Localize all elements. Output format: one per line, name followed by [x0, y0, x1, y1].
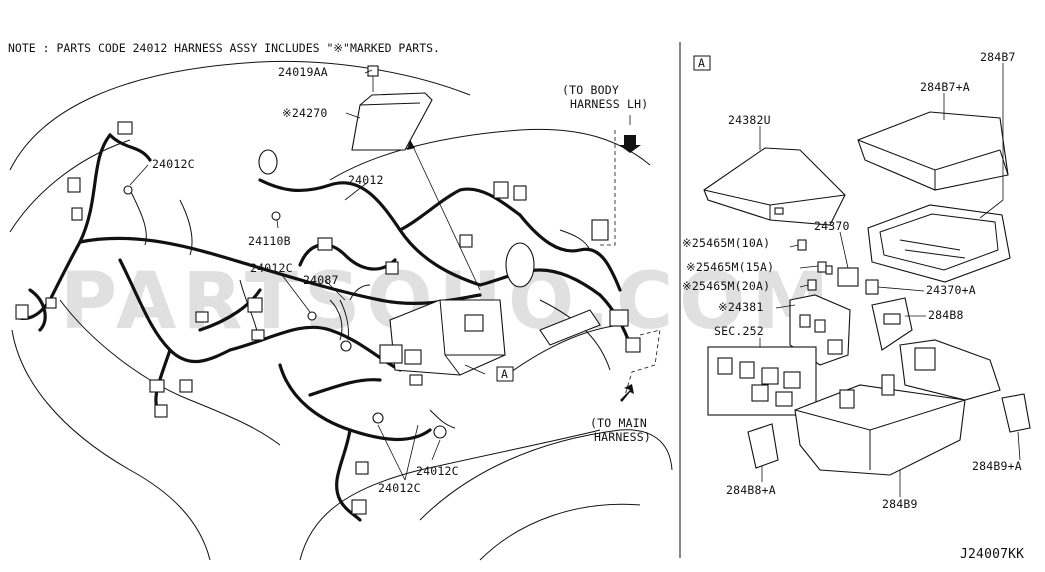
section-marker-a: A [496, 366, 514, 382]
label-24370: 24370 [814, 219, 850, 233]
label-284B7: 284B7 [980, 50, 1016, 64]
relay-bracket-284B8 [871, 297, 913, 351]
vehicle-body-outline [9, 60, 673, 561]
label-24019AA: 24019AA [278, 65, 328, 79]
label-24382U: 24382U [728, 113, 771, 127]
clips-bolts [123, 185, 447, 439]
label-24270: ※24270 [282, 106, 327, 120]
label-284B9: 284B9 [882, 497, 918, 511]
right-leader-lines [759, 63, 1021, 497]
harness-connectors [15, 121, 641, 515]
label-24110B: 24110B [248, 234, 291, 248]
label-284B8: 284B8 [928, 308, 964, 322]
svg-text:A: A [501, 367, 508, 381]
fuse-box-cover-24382U [703, 147, 846, 226]
fuse-box-cover-284B7 [857, 111, 1009, 191]
label-284B7A: 284B7+A [920, 80, 970, 94]
bracket-284B9A [1001, 393, 1031, 433]
svg-text:HARNESS LH): HARNESS LH) [570, 97, 648, 111]
section-marker-a-detail: A [693, 55, 711, 71]
label-24012C-1: 24012C [152, 157, 195, 171]
label-25465M-20A: ※25465M(20A) [682, 279, 770, 293]
svg-text:(TO BODY: (TO BODY [562, 83, 619, 97]
fuse-box-lower-284B9 [794, 339, 1001, 476]
to-body-harness-arrow: (TO BODY HARNESS LH) [562, 83, 648, 246]
label-24012: 24012 [348, 173, 384, 187]
label-24087: 24087 [303, 273, 339, 287]
label-25465M-15A: ※25465M(15A) [686, 260, 774, 274]
label-25465M-10A: ※25465M(10A) [682, 236, 770, 250]
diagram-code: J24007KK [960, 547, 1024, 562]
left-leader-lines [129, 69, 486, 481]
main-harness [18, 133, 632, 522]
label-24381: ※24381 [718, 300, 763, 314]
label-24012C-2: 24012C [250, 261, 293, 275]
fuse-block-frame [867, 204, 1011, 283]
svg-text:A: A [698, 56, 705, 70]
engine-room-fuse-block [379, 299, 601, 376]
relay-box-sec252 [707, 346, 817, 416]
label-sec252: SEC.252 [714, 324, 764, 338]
label-24012C-3: 24012C [416, 464, 459, 478]
parts-note: NOTE : PARTS CODE 24012 HARNESS ASSY INC… [8, 41, 440, 55]
label-284B8A: 284B8+A [726, 483, 776, 497]
svg-text:(TO MAIN: (TO MAIN [590, 416, 647, 430]
svg-text:HARNESS): HARNESS) [594, 430, 651, 444]
bracket-284B8A [747, 423, 779, 469]
label-284B9A: 284B9+A [972, 459, 1022, 473]
to-main-harness-arrow: (TO MAIN HARNESS) [590, 329, 661, 444]
label-24370A: 24370+A [926, 283, 976, 297]
bracket-24270 [351, 65, 433, 151]
label-24012C-4: 24012C [378, 481, 421, 495]
